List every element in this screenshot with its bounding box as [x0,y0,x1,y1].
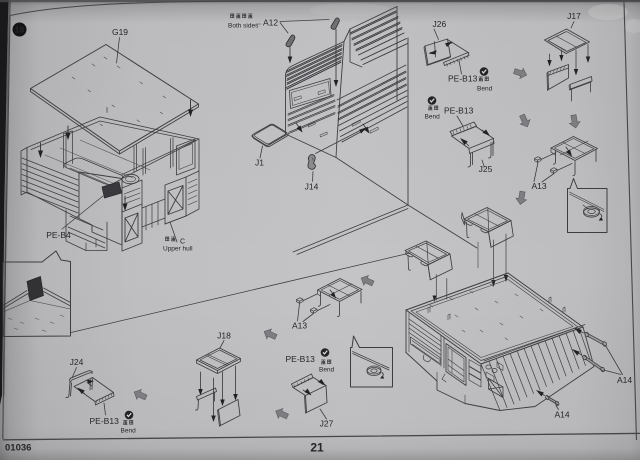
svg-text:A12: A12 [263,18,278,28]
svg-text:A13: A13 [531,181,546,191]
svg-text:Bend: Bend [121,428,137,435]
svg-text:J17: J17 [567,11,581,21]
svg-text:PE-B13: PE-B13 [444,106,474,116]
svg-text:J14: J14 [305,182,319,192]
svg-text:A14: A14 [554,410,569,420]
svg-text:PE-B13: PE-B13 [448,74,478,84]
svg-text:PE-B13: PE-B13 [90,416,120,426]
svg-text:J25: J25 [479,164,493,174]
svg-text:Both sides: Both sides [228,23,259,30]
svg-text:Bend: Bend [477,86,493,93]
svg-text:Bend: Bend [319,367,335,374]
svg-text:J1: J1 [255,158,264,168]
svg-text:G19: G19 [112,27,128,37]
svg-text:J26: J26 [433,19,447,29]
svg-text:A14: A14 [617,375,632,385]
svg-text:01036: 01036 [5,443,31,454]
svg-text:J24: J24 [70,357,84,367]
svg-text:J18: J18 [217,331,231,341]
svg-text:21: 21 [310,441,324,455]
svg-text:A13: A13 [292,321,307,331]
svg-text:18: 18 [15,25,25,35]
svg-text:C: C [180,239,185,246]
svg-text:J27: J27 [320,419,334,429]
svg-text:Bend: Bend [425,114,441,121]
svg-text:Upper hull: Upper hull [163,246,193,253]
svg-text:PE-B4: PE-B4 [46,230,71,240]
svg-text:PE-B13: PE-B13 [286,354,316,364]
